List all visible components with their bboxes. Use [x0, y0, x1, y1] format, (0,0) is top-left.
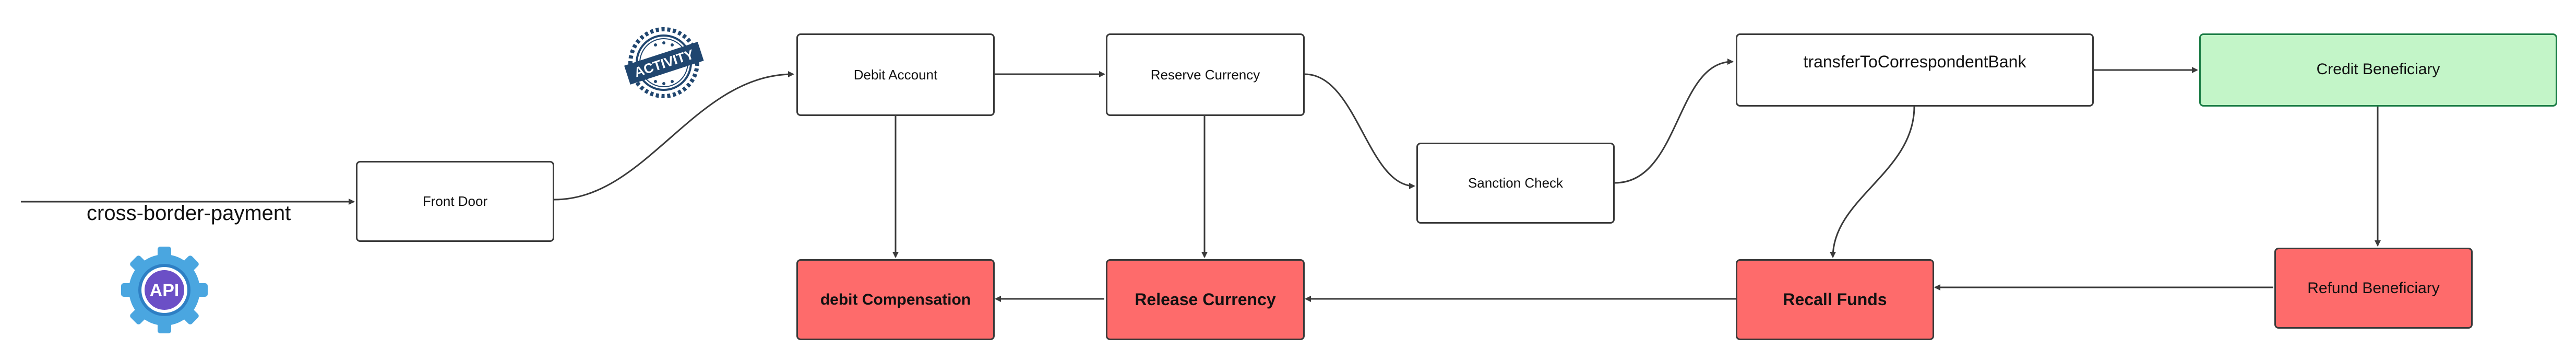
- api-badge-text: API: [150, 281, 180, 300]
- node-debit-account[interactable]: Debit Account: [796, 33, 995, 116]
- node-debit-compensation[interactable]: debit Compensation: [796, 259, 995, 340]
- node-sanction-check[interactable]: Sanction Check: [1416, 143, 1615, 224]
- node-label: Recall Funds: [1783, 290, 1887, 309]
- node-label: Refund Beneficiary: [2307, 279, 2440, 297]
- node-label: Reserve Currency: [1150, 66, 1260, 83]
- gear-icon: API: [120, 246, 209, 334]
- stamp-badge-icon: ACTIVITY: [622, 26, 706, 99]
- node-label: debit Compensation: [820, 291, 971, 308]
- edge-front-door-to-debit-account: [554, 71, 794, 201]
- edge-reserve-currency-to-sanction-check: [1304, 73, 1415, 189]
- entry-label: cross-border-payment: [87, 202, 291, 225]
- edge-transfer-to-recall-funds: [1830, 106, 1915, 258]
- node-label: Credit Beneficiary: [2316, 61, 2440, 78]
- node-label: transferToCorrespondentBank: [1803, 52, 2026, 71]
- node-refund-beneficiary[interactable]: Refund Beneficiary: [2274, 248, 2473, 329]
- node-transfer-to-correspondent-bank[interactable]: transferToCorrespondentBank: [1736, 33, 2094, 107]
- node-label: Sanction Check: [1468, 175, 1564, 191]
- node-label: Release Currency: [1135, 290, 1276, 309]
- edge-sanction-check-to-transfer: [1614, 59, 1734, 184]
- node-reserve-currency[interactable]: Reserve Currency: [1106, 33, 1305, 116]
- node-label: Debit Account: [853, 66, 938, 83]
- node-front-door[interactable]: Front Door: [356, 161, 554, 242]
- node-recall-funds[interactable]: Recall Funds: [1736, 259, 1934, 340]
- node-credit-beneficiary[interactable]: Credit Beneficiary: [2199, 33, 2557, 107]
- node-label: Front Door: [422, 193, 488, 209]
- node-release-currency[interactable]: Release Currency: [1106, 259, 1305, 340]
